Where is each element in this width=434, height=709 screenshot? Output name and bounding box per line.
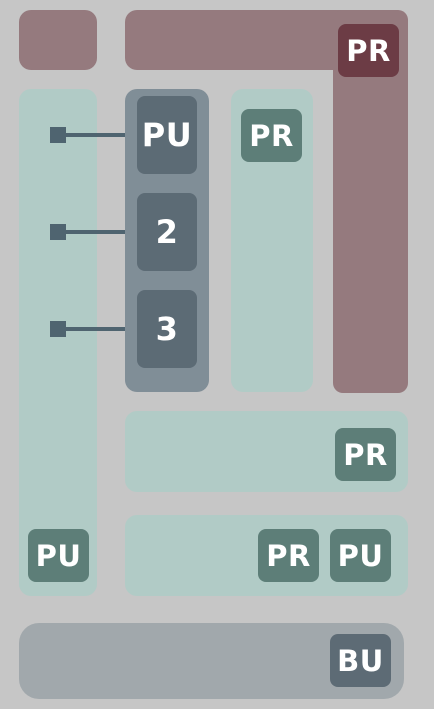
row-two-badge-1: PR bbox=[258, 529, 319, 582]
slot-2: 2 bbox=[137, 193, 197, 271]
left-column bbox=[19, 89, 97, 596]
middle-column-badge: PR bbox=[241, 109, 302, 162]
connector-line-2 bbox=[60, 230, 140, 234]
corner-block-badge: PR bbox=[338, 24, 399, 77]
connector-line-1 bbox=[60, 133, 140, 137]
top-left-block bbox=[19, 10, 97, 70]
row-one-badge: PR bbox=[335, 428, 396, 481]
connector-terminal-2 bbox=[50, 224, 66, 240]
connector-terminal-1 bbox=[50, 127, 66, 143]
slot-1: PU bbox=[137, 96, 197, 174]
row-two-badge-2: PU bbox=[330, 529, 391, 582]
bottom-bar-badge: BU bbox=[330, 634, 391, 687]
connector-terminal-3 bbox=[50, 321, 66, 337]
left-column-badge: PU bbox=[28, 529, 89, 582]
connector-line-3 bbox=[60, 327, 140, 331]
slot-3: 3 bbox=[137, 290, 197, 368]
